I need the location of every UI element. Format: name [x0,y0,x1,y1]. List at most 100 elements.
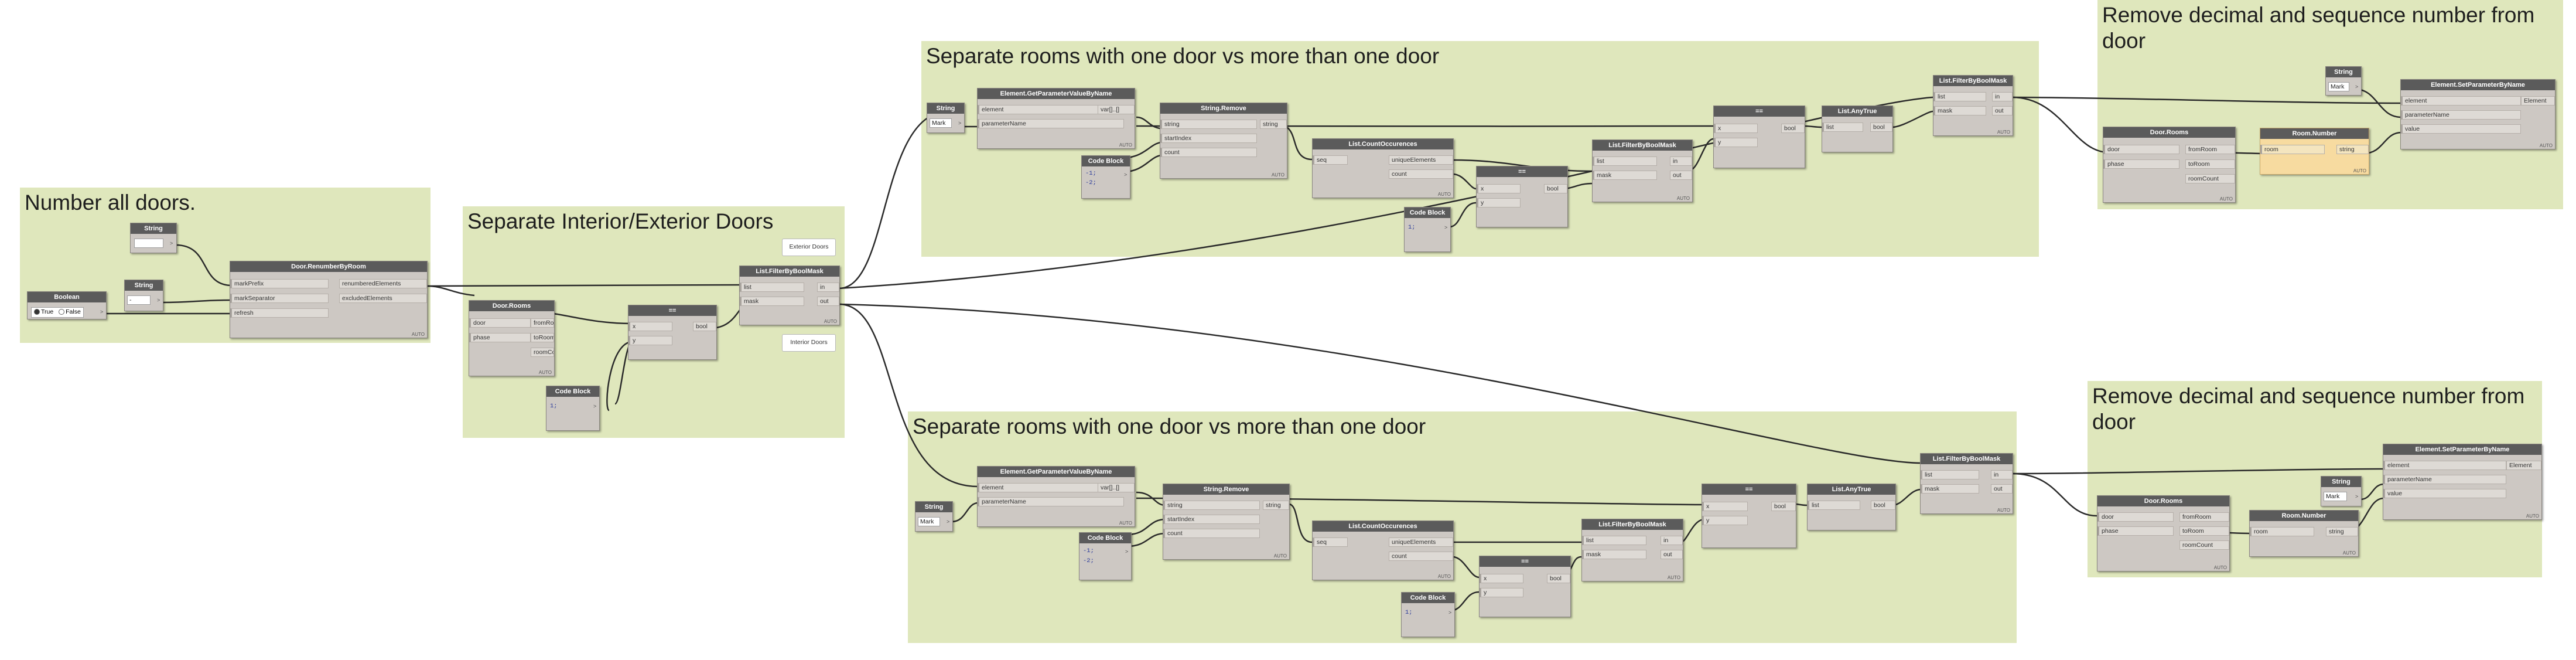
code-block-node[interactable]: Code Block 1; > [1401,592,1455,637]
interior-doors-button[interactable]: Interior Doors [782,334,836,352]
input-port-x[interactable]: x [628,322,672,331]
string-mark-node[interactable]: String Mark > [2321,476,2362,506]
true-radio-icon[interactable] [34,309,40,315]
output-port-bool[interactable]: bool [1547,574,1570,583]
code-line[interactable]: -2; [1083,557,1094,564]
input-port-y[interactable]: y [1480,588,1523,597]
output-port-roomcount[interactable]: roomCount [2179,540,2229,550]
input-port-parametername[interactable]: parameterName [978,497,1124,506]
input-port-room[interactable]: room [2250,527,2314,536]
output-port-toroom[interactable]: toRoom [2179,526,2229,536]
equals-node[interactable]: == x y bool [1702,484,1796,548]
boolean-node[interactable]: Boolean True False > [27,291,107,319]
output-port-bool[interactable]: bool [1781,124,1805,133]
output-port-string[interactable]: string [1263,501,1289,510]
string-remove-node[interactable]: String.Remove string startIndex count st… [1160,103,1287,179]
list-count-occurences-node[interactable]: List.CountOccurences seq uniqueElements … [1312,138,1454,198]
output-port-uniqueelements[interactable]: uniqueElements [1389,155,1453,165]
output-port-arrow[interactable]: > [157,297,160,303]
output-port-out[interactable]: out [817,297,839,306]
output-port-string[interactable]: string [1260,120,1287,129]
output-port-bool[interactable]: bool [1871,501,1895,510]
string-mark-node[interactable]: String Mark > [2325,66,2362,96]
input-port-value[interactable]: value [2401,124,2521,134]
list-filter-by-bool-mask-node[interactable]: List.FilterByBoolMask list mask in out A… [739,266,840,325]
input-port-list[interactable]: list [740,283,804,292]
input-port-markprefix[interactable]: markPrefix [230,279,329,288]
output-port-string[interactable]: string [2336,145,2369,154]
input-port-startindex[interactable]: startIndex [1160,134,1257,143]
string-value-input[interactable]: Mark [2324,492,2347,501]
element-get-parameter-node[interactable]: Element.GetParameterValueByName element … [977,466,1135,527]
code-block-node[interactable]: Code Block 1; > [1404,207,1451,252]
output-port-arrow[interactable]: > [593,403,597,409]
false-radio-icon[interactable] [59,309,65,315]
door-renumber-by-room-node[interactable]: Door.RenumberByRoom markPrefix markSepar… [230,261,428,338]
output-port-renumberedelements[interactable]: renumberedElements [339,279,427,288]
output-port-arrow[interactable]: > [100,309,104,315]
output-port-in[interactable]: in [817,283,839,292]
input-port-list[interactable]: list [1921,470,1979,479]
input-port-x[interactable]: x [1480,574,1523,583]
string-input-node[interactable]: String > [130,223,177,253]
output-port-arrow[interactable]: > [2355,84,2359,90]
list-count-occurences-node[interactable]: List.CountOccurences seq uniqueElements … [1312,520,1454,580]
input-port-seq[interactable]: seq [1313,537,1348,547]
list-filter-by-bool-mask-node[interactable]: List.FilterByBoolMask list mask in out A… [1592,140,1693,202]
output-port-out[interactable]: out [1992,106,2013,115]
input-port-y[interactable]: y [1714,138,1758,147]
element-get-parameter-node[interactable]: Element.GetParameterValueByName element … [977,88,1135,149]
input-port-y[interactable]: y [1702,516,1748,525]
room-number-node[interactable]: Room.Number room string AUTO [2260,128,2369,175]
output-port-bool[interactable]: bool [1544,184,1567,193]
output-port-var[interactable]: var[]..[] [1098,105,1135,114]
input-port-element[interactable]: element [2401,96,2521,106]
output-port-toroom[interactable]: toRoom [2185,159,2235,169]
output-port-element[interactable]: Element [2506,461,2541,470]
string-mark-node[interactable]: String Mark > [927,103,965,133]
input-port-mask[interactable]: mask [1582,550,1646,559]
code-line[interactable]: -2; [1085,179,1096,186]
list-filter-by-bool-mask-node[interactable]: List.FilterByBoolMask list mask in out A… [1933,75,2013,136]
input-port-mask[interactable]: mask [740,297,804,306]
boolean-toggle[interactable]: True False [31,307,84,318]
string-value-input[interactable]: - [127,295,151,305]
string-remove-node[interactable]: String.Remove string startIndex count st… [1163,484,1290,560]
output-port-arrow[interactable]: > [947,519,950,525]
input-port-x[interactable]: x [1714,124,1758,133]
input-port-mask[interactable]: mask [1921,484,1979,494]
input-port-phase[interactable]: phase [469,333,531,342]
input-port-markseparator[interactable]: markSeparator [230,294,329,303]
output-port-in[interactable]: in [1670,157,1692,166]
door-rooms-node[interactable]: Door.Rooms door phase fromRoom toRoom ro… [469,300,555,376]
output-port-out[interactable]: out [1670,171,1692,180]
input-port-count[interactable]: count [1160,148,1257,157]
element-set-parameter-node[interactable]: Element.SetParameterByName element param… [2383,444,2542,520]
input-port-seq[interactable]: seq [1313,155,1348,165]
equals-node[interactable]: == x y bool [628,305,717,360]
input-port-parametername[interactable]: parameterName [2401,110,2521,120]
code-line[interactable]: 1; [1408,224,1416,231]
input-port-string[interactable]: string [1160,120,1257,129]
list-filter-by-bool-mask-node[interactable]: List.FilterByBoolMask list mask in out A… [1581,519,1683,581]
input-port-phase[interactable]: phase [2103,159,2179,169]
output-port-fromroom[interactable]: fromRoom [531,318,554,328]
output-port-arrow[interactable]: > [1125,549,1129,554]
input-port-y[interactable]: y [628,336,672,345]
code-line[interactable]: -1; [1083,547,1094,554]
output-port-bool[interactable]: bool [1870,123,1892,132]
code-block-node[interactable]: Code Block -1; -2; > [1081,155,1130,199]
input-port-x[interactable]: x [1702,502,1748,511]
input-port-door[interactable]: door [469,318,531,328]
input-port-count[interactable]: count [1163,529,1260,538]
equals-node[interactable]: == x y bool [1476,166,1568,227]
list-any-true-node[interactable]: List.AnyTrue list bool [1822,106,1893,152]
input-port-parametername[interactable]: parameterName [2383,475,2506,484]
input-port-parametername[interactable]: parameterName [978,119,1124,128]
output-port-excludedelements[interactable]: excludedElements [339,294,427,303]
input-port-list[interactable]: list [1808,501,1860,510]
string-value-input[interactable]: Mark [930,118,952,128]
equals-node[interactable]: == x y bool [1713,106,1805,168]
input-port-string[interactable]: string [1163,501,1260,510]
code-line[interactable]: 1; [1405,609,1413,616]
